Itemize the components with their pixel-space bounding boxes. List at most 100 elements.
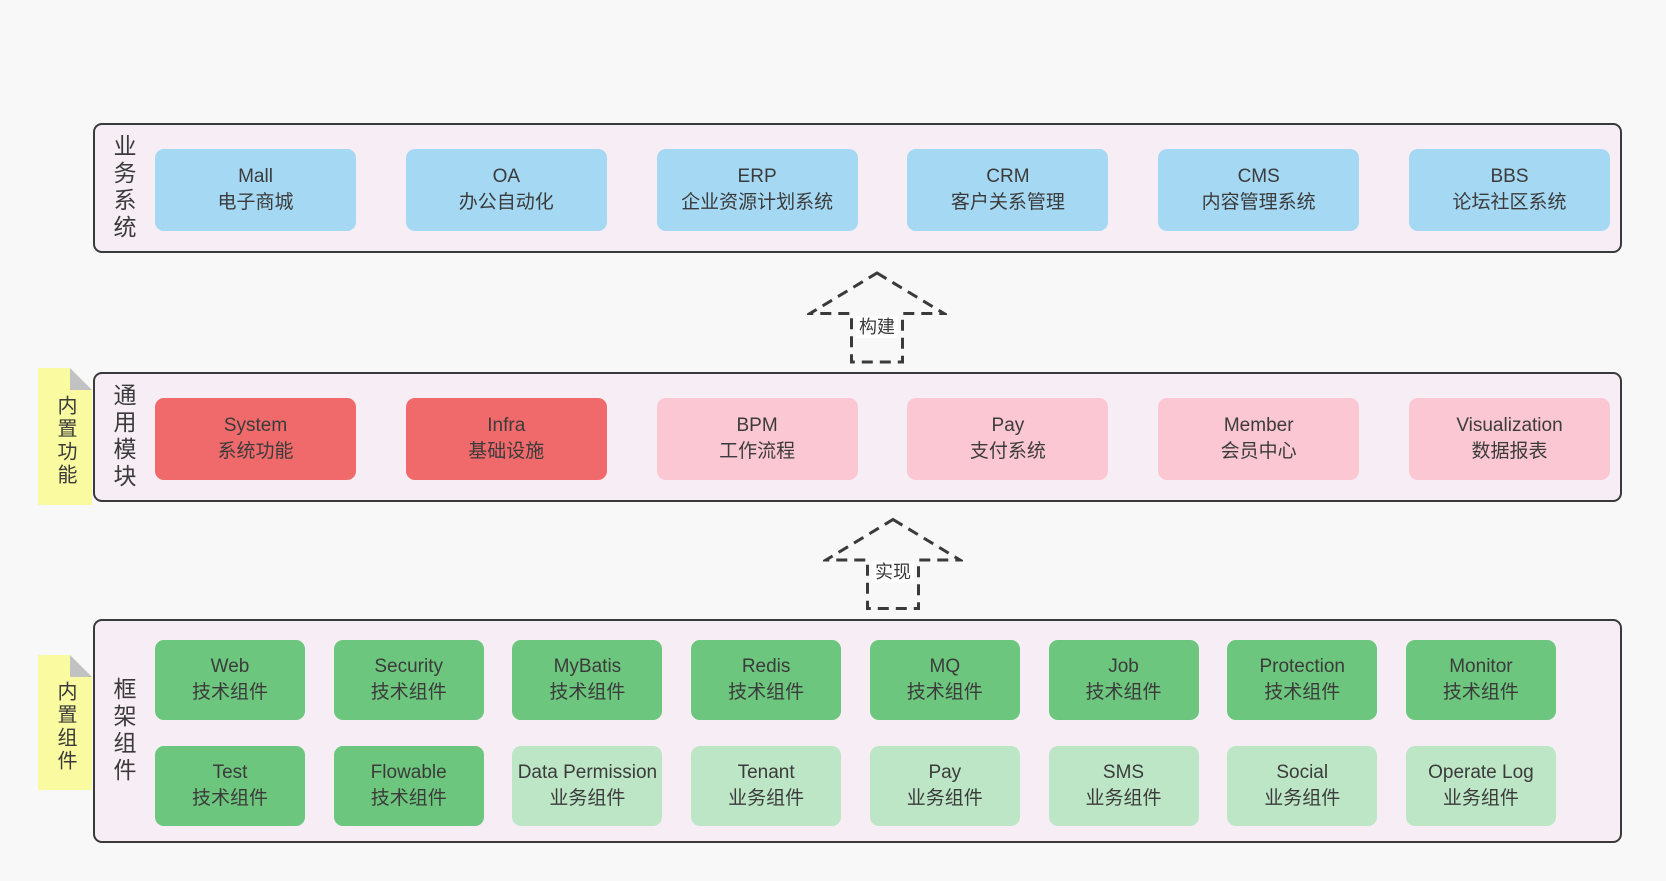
node-subtitle: 数据报表 <box>1471 441 1548 462</box>
node-pay: Pay 支付系统 <box>907 398 1109 480</box>
node-title: Web <box>210 656 250 677</box>
node-title: Data Permission <box>517 762 658 783</box>
node-subtitle: 办公自动化 <box>458 192 554 213</box>
node-mq: MQ 技术组件 <box>869 640 1020 720</box>
node-subtitle: 系统功能 <box>217 441 294 462</box>
node-title: OA <box>492 166 521 187</box>
node-subtitle: 技术组件 <box>370 682 447 703</box>
node-erp: ERP 企业资源计划系统 <box>656 149 858 231</box>
sticky-note-built-in-features: 内置功能 <box>38 368 92 505</box>
node-subtitle: 业务组件 <box>906 788 983 809</box>
node-title: ERP <box>737 166 777 187</box>
node-title: SMS <box>1102 762 1145 783</box>
node-web: Web 技术组件 <box>155 640 305 720</box>
node-social: Social 业务组件 <box>1227 746 1378 826</box>
node-subtitle: 业务组件 <box>728 788 805 809</box>
node-subtitle: 会员中心 <box>1220 441 1297 462</box>
band-label-framework-components: 框架组件 <box>110 677 136 785</box>
node-title: Flowable <box>370 762 447 783</box>
node-data-permission: Data Permission 业务组件 <box>512 746 663 826</box>
band-label-business-systems: 业务系统 <box>110 134 136 242</box>
node-title: Test <box>212 762 248 783</box>
node-title: CMS <box>1237 166 1280 187</box>
node-title: Protection <box>1259 656 1345 677</box>
node-pay-business: Pay 业务组件 <box>869 746 1020 826</box>
node-title: Social <box>1276 762 1329 783</box>
node-subtitle: 技术组件 <box>1085 682 1162 703</box>
framework-components-row-2: Test 技术组件 Flowable 技术组件 Data Permission … <box>95 746 1620 826</box>
node-subtitle: 客户关系管理 <box>950 192 1065 213</box>
node-subtitle: 业务组件 <box>549 788 626 809</box>
arrow-implement: 实现 <box>823 515 963 613</box>
node-subtitle: 企业资源计划系统 <box>681 192 834 213</box>
node-title: Pay <box>928 762 962 783</box>
node-title: Security <box>374 656 444 677</box>
common-modules-row: System 系统功能 Infra 基础设施 BPM 工作流程 Pay 支付系统… <box>95 398 1620 480</box>
node-title: MyBatis <box>553 656 622 677</box>
node-title: BPM <box>736 415 778 436</box>
node-sms: SMS 业务组件 <box>1048 746 1199 826</box>
node-visualization: Visualization 数据报表 <box>1408 398 1610 480</box>
sticky-note-built-in-components: 内置组件 <box>38 655 92 790</box>
sticky-note-label: 内置功能 <box>54 394 76 487</box>
band-business-systems: 业务系统 Mall 电子商城 OA 办公自动化 ERP 企业资源计划系统 CRM… <box>93 123 1622 253</box>
band-common-modules: 通用模块 System 系统功能 Infra 基础设施 BPM 工作流程 Pay… <box>93 372 1622 502</box>
node-title: Monitor <box>1449 656 1513 677</box>
node-title: BBS <box>1490 166 1529 187</box>
node-subtitle: 技术组件 <box>906 682 983 703</box>
node-monitor: Monitor 技术组件 <box>1405 640 1556 720</box>
node-subtitle: 业务组件 <box>1085 788 1162 809</box>
node-crm: CRM 客户关系管理 <box>907 149 1109 231</box>
node-title: Member <box>1223 415 1294 436</box>
band-label-common-modules: 通用模块 <box>110 383 136 491</box>
node-subtitle: 工作流程 <box>719 441 796 462</box>
node-title: Tenant <box>737 762 795 783</box>
node-bpm: BPM 工作流程 <box>656 398 858 480</box>
node-infra: Infra 基础设施 <box>405 398 607 480</box>
node-subtitle: 基础设施 <box>468 441 545 462</box>
node-subtitle: 内容管理系统 <box>1201 192 1316 213</box>
node-mall: Mall 电子商城 <box>155 149 356 231</box>
node-subtitle: 技术组件 <box>191 682 268 703</box>
node-redis: Redis 技术组件 <box>691 640 842 720</box>
node-title: Operate Log <box>1428 762 1534 783</box>
node-title: Mall <box>238 166 273 187</box>
node-subtitle: 技术组件 <box>1442 682 1519 703</box>
node-title: CRM <box>986 166 1030 187</box>
node-subtitle: 业务组件 <box>1442 788 1519 809</box>
node-title: Infra <box>487 415 526 436</box>
node-system: System 系统功能 <box>155 398 356 480</box>
node-oa: OA 办公自动化 <box>405 149 607 231</box>
node-cms: CMS 内容管理系统 <box>1158 149 1360 231</box>
node-title: Job <box>1108 656 1139 677</box>
node-job: Job 技术组件 <box>1048 640 1199 720</box>
node-subtitle: 电子商城 <box>217 192 294 213</box>
arrow-build-label: 构建 <box>856 316 898 338</box>
node-tenant: Tenant 业务组件 <box>691 746 842 826</box>
node-subtitle: 技术组件 <box>549 682 626 703</box>
node-member: Member 会员中心 <box>1158 398 1360 480</box>
node-mybatis: MyBatis 技术组件 <box>512 640 663 720</box>
node-subtitle: 论坛社区系统 <box>1452 192 1567 213</box>
node-subtitle: 技术组件 <box>1264 682 1341 703</box>
node-subtitle: 技术组件 <box>728 682 805 703</box>
node-security: Security 技术组件 <box>333 640 484 720</box>
node-subtitle: 业务组件 <box>1264 788 1341 809</box>
node-title: Visualization <box>1456 415 1563 436</box>
arrow-build: 构建 <box>807 270 947 365</box>
node-flowable: Flowable 技术组件 <box>333 746 484 826</box>
sticky-note-label: 内置组件 <box>54 680 76 773</box>
node-test: Test 技术组件 <box>155 746 305 826</box>
node-protection: Protection 技术组件 <box>1227 640 1378 720</box>
node-subtitle: 支付系统 <box>969 441 1046 462</box>
node-title: MQ <box>929 656 961 677</box>
node-title: System <box>223 415 288 436</box>
arrow-implement-label: 实现 <box>872 561 914 583</box>
band-framework-components: 框架组件 Web 技术组件 Security 技术组件 MyBatis 技术组件… <box>93 619 1622 843</box>
node-subtitle: 技术组件 <box>191 788 268 809</box>
node-title: Pay <box>991 415 1025 436</box>
node-title: Redis <box>741 656 791 677</box>
business-systems-row: Mall 电子商城 OA 办公自动化 ERP 企业资源计划系统 CRM 客户关系… <box>95 149 1620 231</box>
node-operate-log: Operate Log 业务组件 <box>1405 746 1556 826</box>
